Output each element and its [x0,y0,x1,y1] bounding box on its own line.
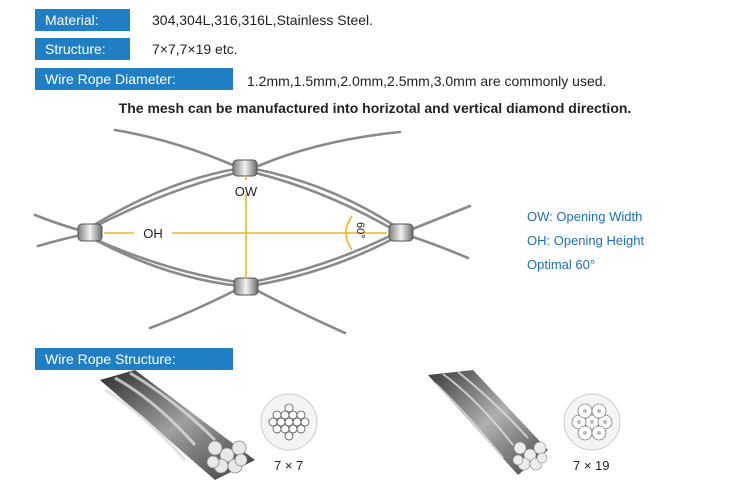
rope-7x7-cross-section [260,393,318,451]
oh-label: OH [143,226,163,241]
right-ferrule [388,223,414,242]
material-value: 304,304L,316,316L,Stainless Steel. [152,12,374,28]
rope-7x19-label: 7 × 19 [573,458,610,473]
rope-7x19-image [428,370,548,475]
diameter-value: 1.2mm,1.5mm,2.0mm,2.5mm,3.0mm are common… [247,73,607,89]
dimension-lines [104,176,387,278]
angle-label: 60° [354,222,366,239]
ow-label: OW [235,184,258,199]
diamond-mesh-diagram: OW OH 60° [33,128,472,335]
diameter-label: Wire Rope Diameter: [35,68,233,90]
rope-7x7-label: 7 × 7 [274,458,304,473]
material-label: Material: [35,9,130,31]
legend-ow: OW: Opening Width [527,209,643,224]
legend-oh: OH: Opening Height [527,233,645,248]
structure-value: 7×7,7×19 etc. [152,41,238,57]
structure-label: Structure: [35,38,130,60]
top-ferrule [232,159,258,177]
mesh-direction-caption: The mesh can be manufactured into horizo… [118,100,632,116]
rope-7x7-image [100,370,255,480]
wire-rope-structure-title: Wire Rope Structure: [35,348,233,370]
legend-optimal-angle: Optimal 60° [527,257,596,272]
bottom-ferrule [233,277,259,296]
wire-ropes [33,128,472,335]
angle-arc [345,215,353,251]
left-ferrule [77,223,103,242]
rope-7x19-cross-section [563,393,621,451]
